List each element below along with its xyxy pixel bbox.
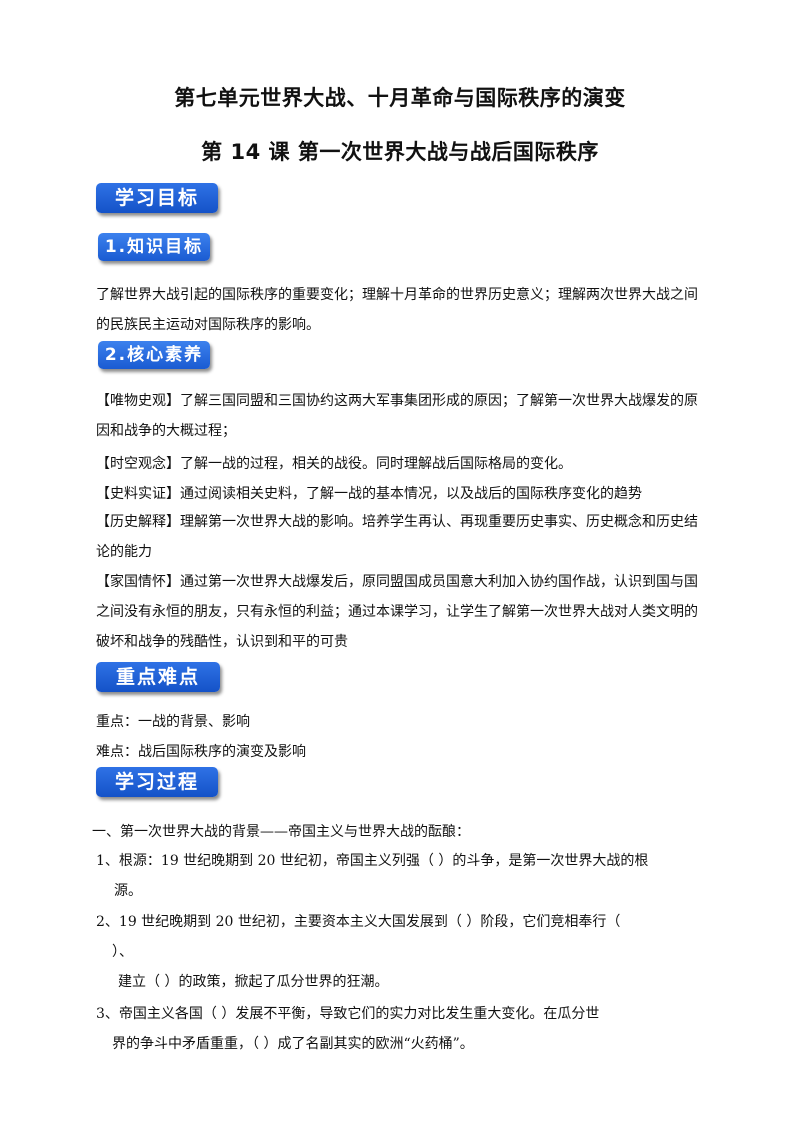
process-item2-line3: 建立（ ）的政策，掀起了瓜分世界的狂潮。 xyxy=(118,974,389,990)
core-item-patriotism: 【家国情怀】通过第一次世界大战爆发后，原同盟国成员国意大利加入协约国作战，认识到… xyxy=(96,574,698,650)
knowledge-text: 了解世界大战引起的国际秩序的重要变化；理解十月革命的世界历史意义；理解两次世界大… xyxy=(96,287,698,333)
difficulty-text: 难点：战后国际秩序的演变及影响 xyxy=(96,744,306,760)
process-item1-line2: 源。 xyxy=(114,883,142,899)
process-item2-line2: ）、 xyxy=(112,944,133,960)
core-item-materialism: 【唯物史观】了解三国同盟和三国协约这两大军事集团形成的原因；了解第一次世界大战爆… xyxy=(96,393,698,439)
core-item-spacetime: 【时空观念】了解一战的过程，相关的战役。同时理解战后国际格局的变化。 xyxy=(96,456,572,472)
process-item3-line2: 界的争斗中矛盾重重，（ ）成了名副其实的欧洲“火药桶”。 xyxy=(112,1036,474,1052)
section-badge-knowledge: 1.知识目标 xyxy=(98,233,210,261)
process-item2-line1: 2、19 世纪晚期到 20 世纪初，主要资本主义大国发展到（ ）阶段，它们竞相奉… xyxy=(96,914,621,930)
focus-text: 重点：一战的背景、影响 xyxy=(96,714,250,730)
process-item1-line1: 1、根源：19 世纪晚期到 20 世纪初，帝国主义列强（ ）的斗争，是第一次世界… xyxy=(96,853,649,869)
process-heading: 一、第一次世界大战的背景——帝国主义与世界大战的酝酿： xyxy=(92,824,470,840)
section-badge-key-points: 重点难点 xyxy=(96,662,220,692)
lesson-title: 第 14 课 第一次世界大战与战后国际秩序 xyxy=(201,140,599,164)
section-badge-core: 2.核心素养 xyxy=(98,341,210,369)
core-item-interpretation: 【历史解释】理解第一次世界大战的影响。培养学生再认、再现重要历史事实、历史概念和… xyxy=(96,514,698,560)
unit-title: 第七单元世界大战、十月革命与国际秩序的演变 xyxy=(174,86,626,110)
section-badge-goals: 学习目标 xyxy=(96,183,218,213)
section-badge-process: 学习过程 xyxy=(96,767,218,797)
process-item3-line1: 3、帝国主义各国（ ）发展不平衡，导致它们的实力对比发生重大变化。在瓜分世 xyxy=(96,1006,600,1022)
core-item-evidence: 【史料实证】通过阅读相关史料，了解一战的基本情况，以及战后的国际秩序变化的趋势 xyxy=(96,486,642,502)
